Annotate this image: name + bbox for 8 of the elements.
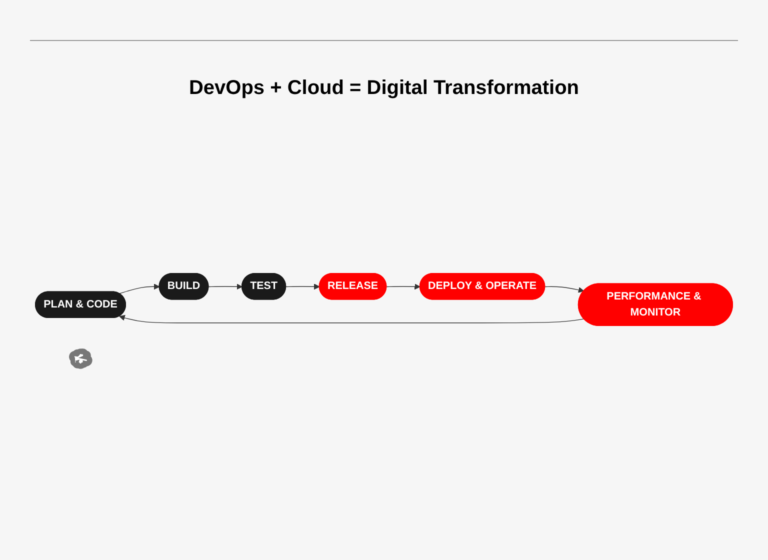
arrow — [208, 284, 242, 290]
node-cloud — [69, 348, 92, 370]
diagram-title: DevOps + Cloud = Digital Transformation — [188, 77, 580, 100]
arrow — [119, 284, 160, 294]
arrow — [286, 284, 320, 290]
arrow — [386, 284, 420, 290]
arrow — [119, 315, 584, 324]
arrow — [544, 286, 584, 294]
